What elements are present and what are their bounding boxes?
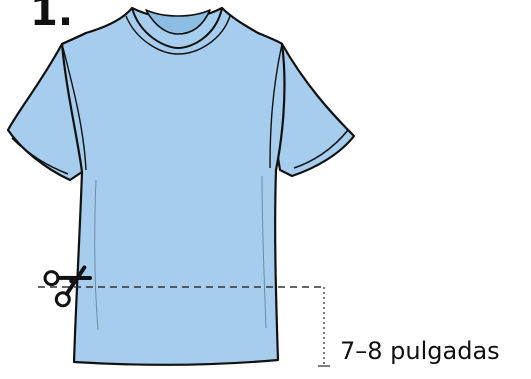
measurement-line — [318, 287, 330, 366]
t-shirt-illustration — [8, 8, 354, 365]
step-number: 1. — [30, 0, 73, 32]
measurement-label: 7–8 pulgadas — [340, 339, 500, 363]
